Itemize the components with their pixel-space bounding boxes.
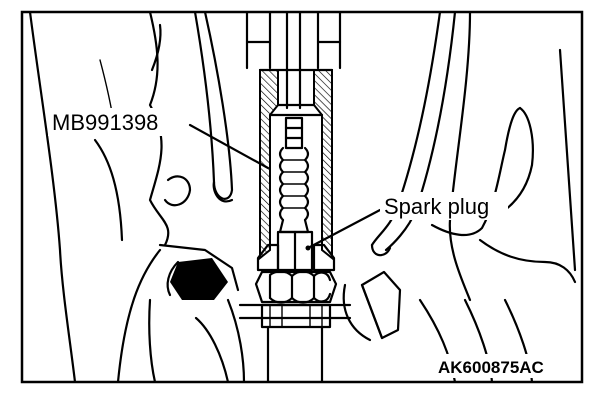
tool-label: MB991398 — [52, 110, 158, 135]
spark-plug — [276, 116, 314, 272]
hex-nut-and-threads — [238, 270, 352, 382]
socket-extension-bar — [245, 12, 342, 110]
spark-plug-label: Spark plug — [384, 194, 489, 219]
mb991398-socket-tool — [256, 68, 336, 272]
figure-id-label: AK600875AC — [438, 358, 544, 377]
left-engine-casting — [28, 12, 246, 382]
tool-leader-line — [188, 123, 270, 170]
engine-drawing — [28, 12, 577, 382]
spark-plug-leader-dot — [305, 245, 311, 251]
spark-plug-leader-line — [306, 208, 382, 250]
